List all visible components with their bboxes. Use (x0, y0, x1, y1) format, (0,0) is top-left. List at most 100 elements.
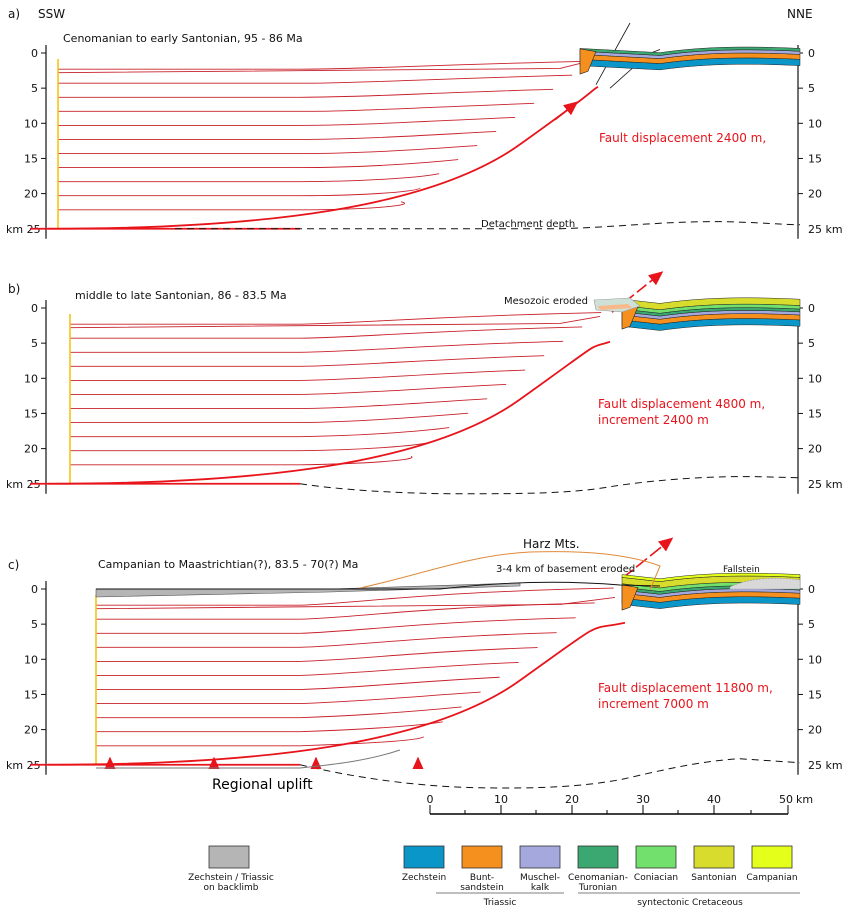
legend-label-backlimb-2: on backlimb (204, 883, 259, 893)
basement-top-horizon (57, 60, 589, 74)
legend-label-backlimb-1: Zechstein / Triassic (188, 873, 274, 883)
panel-b-title: middle to late Santonian, 86 - 83.5 Ma (75, 289, 287, 302)
legend-swatch (693, 845, 735, 869)
fault-arrow (621, 537, 674, 580)
basement-horizon (96, 617, 576, 634)
left-depth-label: 10 (24, 117, 38, 130)
basement-horizon (70, 369, 526, 381)
left-depth-bottom: km 25 (6, 223, 41, 236)
scale-unit: km (796, 793, 813, 806)
mesozoic-eroded-orange (598, 304, 632, 310)
left-depth-label: 5 (31, 618, 38, 631)
right-depth-label: 15 (808, 407, 822, 420)
detachment-label: Detachment depth (481, 219, 575, 230)
footwall-layer (579, 46, 801, 56)
right-depth-label: 10 (808, 653, 822, 666)
main-fault (47, 340, 611, 485)
regional-datum-dashed (299, 758, 801, 789)
hinge-wedge (621, 584, 639, 611)
left-depth-label: 20 (24, 443, 38, 456)
mesozoic-eroded-label: Mesozoic eroded (504, 296, 588, 307)
right-depth-label: 10 (808, 372, 822, 385)
right-depth-label: 0 (808, 302, 815, 315)
right-depth-label: 0 (808, 47, 815, 60)
left-depth-bottom: km 25 (6, 759, 41, 772)
regional-datum-dashed (175, 221, 801, 230)
basement-horizon (96, 587, 614, 606)
basement-horizon (58, 116, 516, 126)
legend-unit-label: Muschel- (520, 873, 560, 883)
legend-group-cretaceous: syntectonic Cretaceous (637, 898, 743, 908)
left-depth-label: 0 (31, 302, 38, 315)
right-depth-bottom: 25 km (808, 478, 843, 491)
panel-a-fault-text: Fault displacement 2400 m, (599, 131, 766, 145)
basement-horizon (58, 102, 535, 112)
fallstein-shape (729, 577, 801, 590)
basement-horizon (96, 706, 462, 719)
basement-horizon (58, 131, 497, 140)
fault-arrow (554, 101, 579, 121)
right-depth-label: 15 (808, 688, 822, 701)
panel-b-fault-text-2: increment 2400 m (598, 413, 709, 427)
basement-top-horizon (69, 315, 601, 329)
regional-datum-dashed (299, 476, 801, 495)
footwall-layer (621, 297, 801, 311)
ssw-label: SSW (38, 7, 65, 21)
basement-horizon (96, 632, 557, 648)
nne-label: NNE (787, 7, 813, 21)
panel-b-letter: b) (8, 282, 20, 296)
legend-unit-label: Cenomanian- (568, 873, 628, 883)
basement-horizon (96, 661, 519, 676)
basement-horizon (96, 676, 500, 690)
basement-top-horizon (95, 596, 616, 610)
basement-horizon (70, 455, 413, 466)
basement-horizon (70, 441, 431, 452)
right-depth-label: 15 (808, 152, 822, 165)
panel-c-fault-text-1: Fault displacement 11800 m, (598, 681, 773, 695)
panel-b-fault-text-1: Fault displacement 4800 m, (598, 397, 765, 411)
scale-tick: 10 (494, 793, 508, 806)
left-depth-label: 15 (24, 407, 38, 420)
basement-horizon (58, 74, 573, 84)
panel-a-letter: a) (8, 7, 20, 21)
basement-horizon (96, 691, 481, 705)
basement-horizon (70, 340, 564, 353)
harz-label: Harz Mts. (523, 537, 580, 551)
legend-unit-label: Bunt- (470, 873, 494, 883)
panel-c-fault-text-2: increment 7000 m (598, 697, 709, 711)
basement-horizon (58, 88, 554, 98)
basement-horizon (58, 60, 592, 70)
uplift-baseline (96, 749, 401, 769)
main-fault (47, 85, 599, 230)
regional-uplift-label: Regional uplift (212, 777, 313, 793)
left-depth-label: 0 (31, 47, 38, 60)
fallstein-label: Fallstein (723, 565, 760, 575)
main-fault (47, 621, 626, 766)
basement-horizon (70, 355, 545, 367)
legend-unit-label: Campanian (746, 873, 797, 883)
scale-tick: 30 (636, 793, 650, 806)
legend: Zechstein / Triassic on backlimb Zechste… (188, 845, 800, 908)
hinge-wedge (579, 48, 597, 75)
legend-swatch (635, 845, 677, 869)
basement-eroded-label: 3-4 km of basement eroded (496, 564, 635, 575)
left-depth-label: 20 (24, 188, 38, 201)
left-depth-label: 10 (24, 653, 38, 666)
surface-line (96, 581, 661, 590)
scale-tick: 40 (707, 793, 721, 806)
right-depth-label: 5 (808, 337, 815, 350)
basement-horizon (96, 647, 538, 662)
harz-outline (359, 551, 661, 591)
basement-horizon (58, 173, 440, 183)
right-depth-bottom: 25 km (808, 759, 843, 772)
basement-horizon (58, 201, 405, 211)
right-depth-bottom: 25 km (808, 223, 843, 236)
left-depth-label: 10 (24, 372, 38, 385)
legend-swatch (519, 845, 561, 869)
basement-horizon (58, 145, 478, 154)
right-depth-label: 20 (808, 724, 822, 737)
basement-horizon (70, 412, 469, 424)
